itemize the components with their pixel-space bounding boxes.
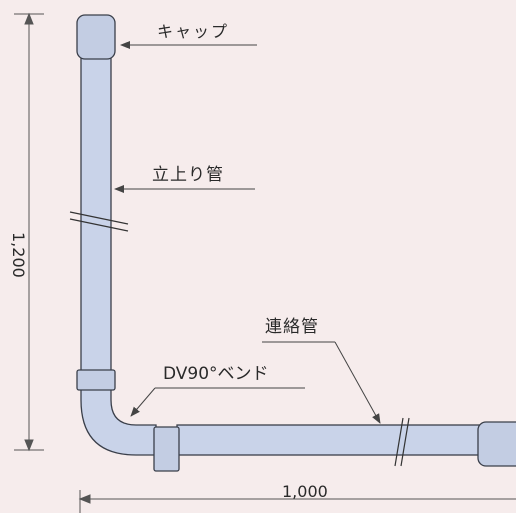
connecting-pipe [176, 424, 481, 456]
bend-socket-horizontal [153, 426, 180, 472]
bend-leader-line [130, 387, 305, 417]
vertical-dimension-value: 1,200 [9, 232, 28, 278]
bend-label: DV90°ベンド [163, 364, 269, 384]
riser-break-mark [69, 211, 129, 232]
bend-elbow [80, 387, 157, 456]
bend-socket-vertical [76, 369, 116, 391]
dimension-vertical-line [14, 12, 44, 452]
riser-pipe [80, 55, 112, 373]
connecting-pipe-leader-line [262, 341, 381, 424]
horizontal-dimension-value: 1,000 [282, 482, 328, 501]
connecting-pipe-label: 連絡管 [265, 317, 319, 337]
riser-label: 立上り管 [152, 165, 224, 185]
cap-label: キャップ [157, 22, 230, 41]
dimension-horizontal-line [78, 490, 516, 513]
cap [76, 14, 116, 60]
end-socket [477, 421, 516, 467]
connecting-pipe-break-mark [394, 417, 410, 467]
